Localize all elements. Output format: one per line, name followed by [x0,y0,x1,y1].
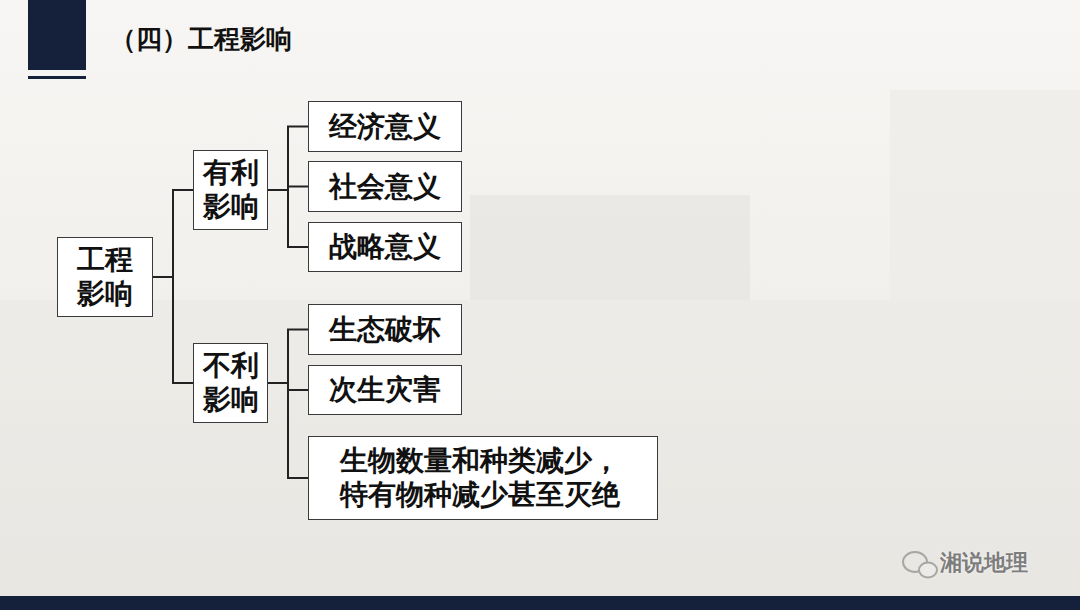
category-box: 生物数量和种类减少，特有物种减少甚至灭绝 [308,436,658,520]
category-box: 生态破坏 [308,304,462,355]
box-label: 战略意义 [329,230,441,264]
box-label: 经济意义 [329,110,441,144]
blackboard-shape [470,195,750,300]
bracket-connector [153,190,193,277]
title-accent-block [28,0,86,70]
box-label: 生物数量和种类减少，特有物种减少甚至灭绝 [340,444,626,511]
category-box: 有利影响 [193,150,268,230]
floor-shade [0,300,1080,596]
watermark: 湘说地理 [940,548,1028,578]
box-label: 社会意义 [329,170,441,204]
window-shape [890,90,1080,300]
bracket-connector [268,190,308,247]
title-accent-line [28,76,86,79]
bracket-connector [268,383,308,478]
bracket-connector [268,330,308,384]
category-box: 经济意义 [308,101,462,152]
box-label: 不利影响 [203,349,259,416]
category-box: 不利影响 [193,343,268,423]
box-label: 有利影响 [203,156,259,223]
bracket-connector [268,383,308,390]
box-label: 生态破坏 [329,313,441,347]
bracket-connector [268,127,308,191]
box-label: 次生灾害 [329,373,441,407]
wechat-icon [903,552,937,578]
box-label: 工程影响 [77,243,133,310]
bracket-connector [153,277,193,383]
bottom-bar [0,596,1080,610]
root-box: 工程影响 [57,237,153,317]
category-box: 社会意义 [308,161,462,212]
category-box: 战略意义 [308,222,462,272]
category-box: 次生灾害 [308,365,462,415]
page-title: （四）工程影响 [110,22,292,57]
bracket-connector [268,187,308,191]
